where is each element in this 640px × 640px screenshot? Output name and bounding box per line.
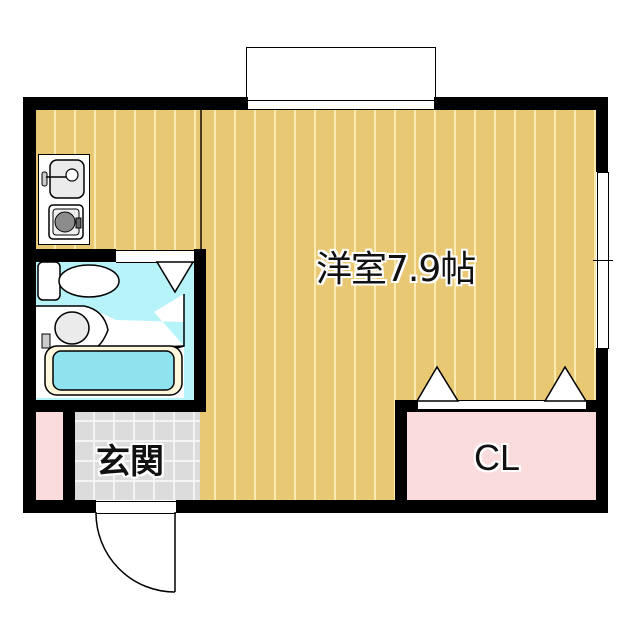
- closet-door-left-icon: [415, 365, 460, 402]
- shoe-cabinet-wall: [63, 412, 75, 513]
- entrance-door-icon: [95, 511, 176, 593]
- bath-wall-bottom: [23, 400, 206, 412]
- bath-wall-right: [194, 249, 206, 412]
- entrance-label: 玄関: [96, 442, 164, 482]
- shoe-cabinet: [36, 412, 63, 500]
- sink-icon: [41, 159, 85, 199]
- outer-wall-right-top: [596, 97, 608, 172]
- kitchen-divider-line: [200, 110, 202, 250]
- balcony-sill: [248, 100, 434, 110]
- window-east-mark: [593, 260, 613, 261]
- outer-wall-left: [23, 97, 36, 513]
- bathtub-icon: [44, 345, 183, 396]
- outer-wall-bottom-left: [23, 500, 96, 513]
- outer-wall-right-bottom: [596, 348, 608, 513]
- bath-door-swing-icon: [155, 261, 195, 294]
- entrance-door-sill: [96, 501, 176, 514]
- entrance-floor: [75, 412, 200, 500]
- balcony: [246, 47, 436, 103]
- toilet-icon: [37, 261, 120, 301]
- western-room-label: 洋室7.9帖: [316, 249, 476, 290]
- outer-wall-bottom-right: [176, 500, 608, 513]
- stove-icon: [48, 204, 84, 240]
- outer-wall-top-right: [434, 97, 608, 110]
- bath-wall-top-left: [23, 249, 116, 262]
- closet-floor: [407, 412, 596, 500]
- closet-door-right-icon: [543, 365, 588, 402]
- closet-wall-left: [395, 400, 407, 513]
- closet-door-track: [417, 400, 587, 410]
- bath-door-opening: [116, 250, 194, 263]
- closet-label: CL: [474, 437, 521, 478]
- outer-wall-top-left: [23, 97, 248, 110]
